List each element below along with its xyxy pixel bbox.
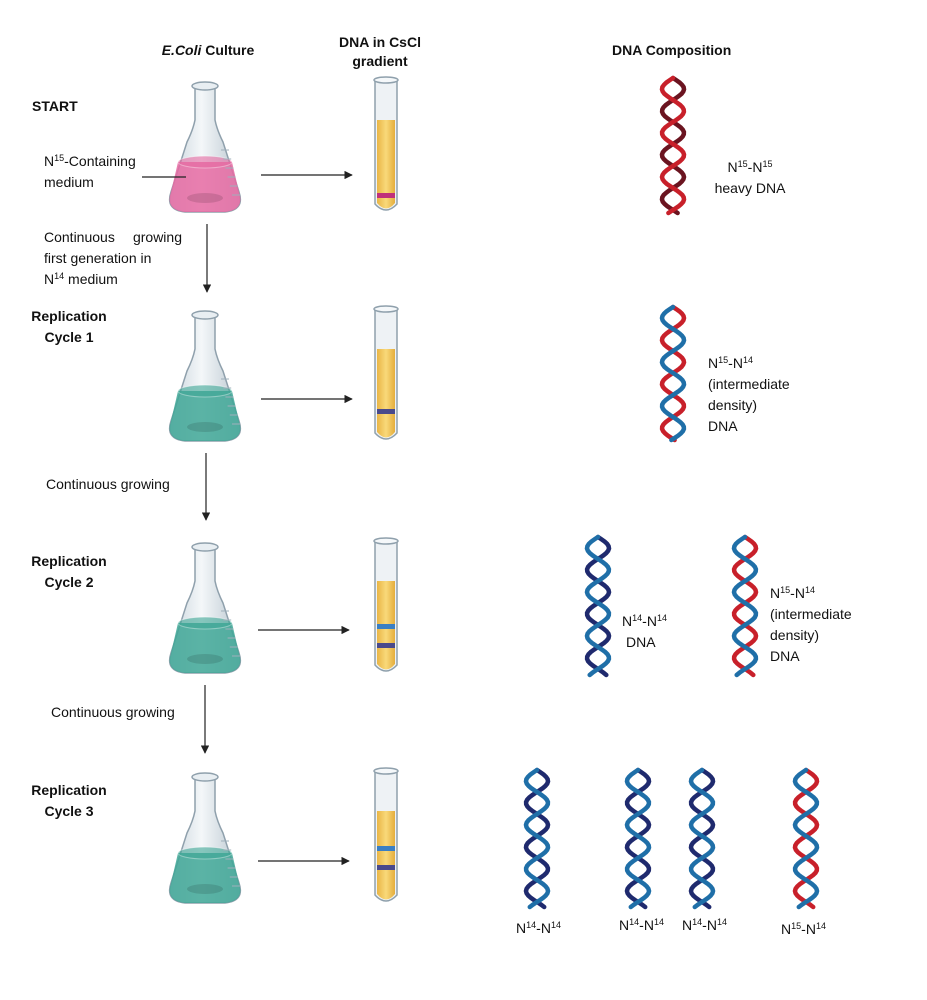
flask-start xyxy=(168,81,242,213)
flask-cycle-3 xyxy=(168,772,242,904)
density-band xyxy=(377,865,395,870)
dna-helix-light-c3-2 xyxy=(624,767,652,910)
transition-note-3: Continuous growing xyxy=(51,704,175,720)
density-band xyxy=(377,846,395,851)
dna-helix-intermediate-c2 xyxy=(731,534,759,678)
tube-cycle-1 xyxy=(373,305,399,440)
dna-label-c3-4: N15-N14 xyxy=(781,921,826,937)
dna-label-c3-2: N14-N14 xyxy=(619,917,664,933)
flask-cycle-2 xyxy=(168,542,242,674)
header-ecoli-culture: E.Coli Culture xyxy=(161,42,255,58)
dna-label-light-cycle2: N14-N14 DNA xyxy=(622,613,667,650)
dna-helix-heavy xyxy=(659,75,687,216)
density-band xyxy=(377,409,395,414)
density-band xyxy=(377,193,395,198)
tube-cycle-2 xyxy=(373,537,399,672)
dna-label-c3-3: N14-N14 xyxy=(682,917,727,933)
header-dna-gradient: DNA in CsCl gradient xyxy=(339,34,421,69)
dna-helix-intermediate-c3 xyxy=(792,767,820,910)
dna-helix-light-c2 xyxy=(584,534,612,678)
dna-label-heavy: N15-N15 heavy DNA xyxy=(714,159,786,196)
tube-start xyxy=(373,76,399,211)
dna-helix-intermediate-c1 xyxy=(659,304,687,443)
density-band xyxy=(377,624,395,629)
header-dna-composition: DNA Composition xyxy=(612,42,732,58)
label-start: START xyxy=(32,98,78,114)
flask-cycle-1 xyxy=(168,310,242,442)
dna-label-c3-1: N14-N14 xyxy=(516,920,561,936)
dna-helix-light-c3-1 xyxy=(523,767,551,910)
medium-label: N15-Containing medium xyxy=(44,153,136,190)
density-band xyxy=(377,643,395,648)
dna-helix-light-c3-3 xyxy=(688,767,716,910)
transition-note-2: Continuous growing xyxy=(46,476,170,492)
tube-cycle-3 xyxy=(373,767,399,902)
